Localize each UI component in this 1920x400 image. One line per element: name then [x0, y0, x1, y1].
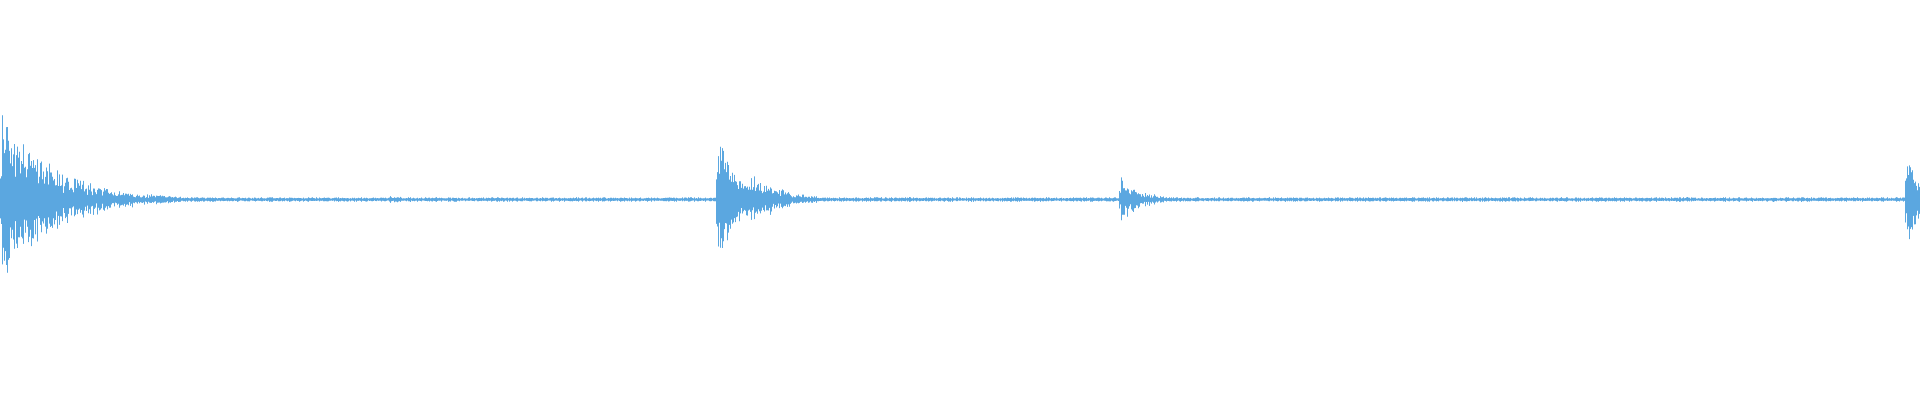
waveform-samples	[0, 115, 1920, 273]
waveform-trace	[0, 115, 1920, 273]
